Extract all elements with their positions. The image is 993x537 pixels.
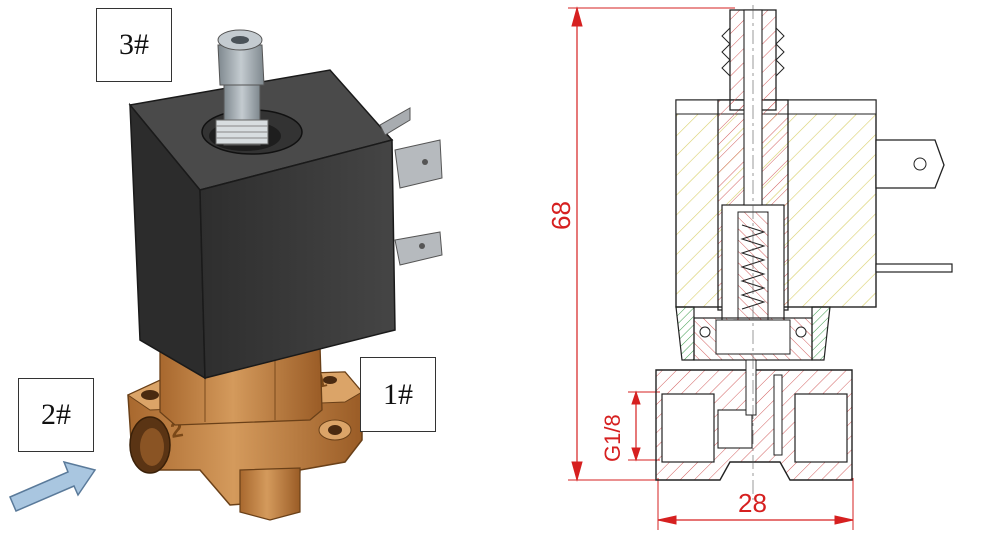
terminal-section	[875, 139, 945, 189]
top-fitting	[215, 29, 269, 146]
nut-section-left	[675, 306, 695, 361]
port-label-1: 1#	[360, 357, 436, 432]
port-label-2: 2#	[18, 378, 94, 452]
port-label-2-text: 2#	[41, 398, 71, 431]
flow-arrow-icon	[9, 460, 97, 512]
dimension-height-label: 68	[546, 201, 576, 230]
valve-body-section	[655, 359, 853, 481]
port-label-3-text: 3#	[119, 28, 149, 61]
spade-terminals	[379, 107, 443, 266]
dimension-thread-label: G1/8	[600, 414, 625, 462]
nut-section-right	[811, 306, 831, 361]
dimension-width-label: 28	[738, 488, 767, 518]
port-label-1-text: 1#	[383, 377, 413, 411]
solenoid-coil	[128, 69, 396, 380]
dimension-thread	[628, 390, 660, 462]
dimension-height	[568, 6, 735, 482]
dimension-width	[657, 478, 854, 530]
valve-3d-render: 2 1	[9, 29, 443, 521]
port-label-3: 3#	[96, 8, 172, 82]
section-drawing	[568, 5, 953, 530]
